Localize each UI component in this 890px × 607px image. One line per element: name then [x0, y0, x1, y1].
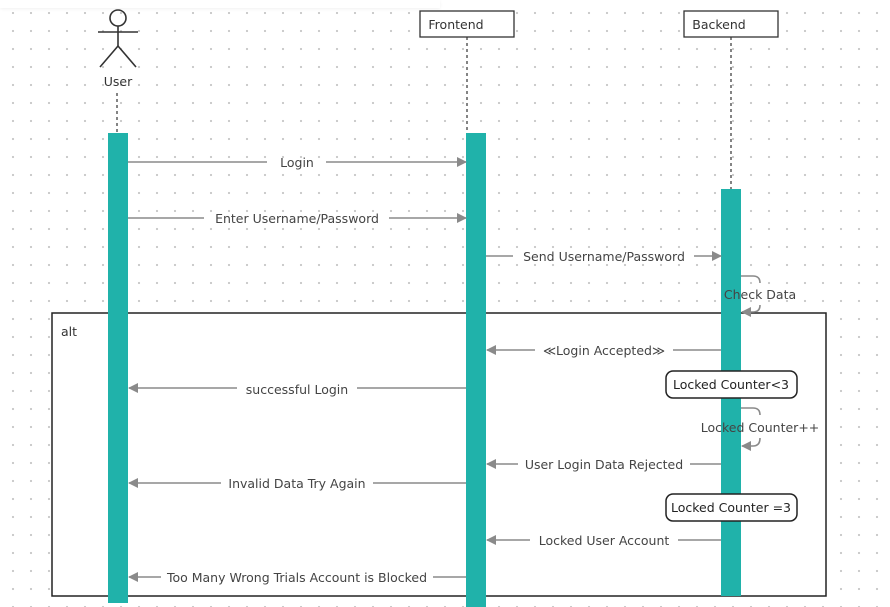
- message-check-data[interactable]: Check Data: [724, 275, 796, 317]
- message-locked-counter-increment[interactable]: Locked Counter++: [701, 407, 820, 451]
- message-locked-counter-increment-label: Locked Counter++: [701, 420, 820, 435]
- toolbar-edge: [0, 0, 440, 8]
- user-participant-label: User: [104, 74, 133, 89]
- message-login-accepted-label: ≪Login Accepted≫: [543, 343, 665, 358]
- message-login[interactable]: Login: [128, 155, 467, 170]
- frontend-participant[interactable]: Frontend: [419, 10, 515, 38]
- frontend-participant-label: Frontend: [428, 17, 483, 32]
- alt-frame: [51, 312, 827, 597]
- message-account-blocked[interactable]: Too Many Wrong Trials Account is Blocked: [128, 570, 466, 585]
- message-account-blocked-label: Too Many Wrong Trials Account is Blocked: [166, 570, 427, 585]
- message-login-label: Login: [280, 155, 314, 170]
- note-counter-equals-3-label: Locked Counter =3: [671, 500, 791, 515]
- message-enter-credentials[interactable]: Enter Username/Password: [128, 211, 467, 226]
- message-login-rejected[interactable]: User Login Data Rejected: [486, 457, 721, 472]
- message-check-data-label: Check Data: [724, 287, 796, 302]
- note-counter-less-3-label: Locked Counter<3: [673, 377, 789, 392]
- alt-frame-label: alt: [61, 324, 77, 339]
- note-counter-less-3[interactable]: Locked Counter<3: [665, 370, 798, 399]
- message-invalid-data[interactable]: Invalid Data Try Again: [128, 476, 466, 491]
- message-login-accepted[interactable]: ≪Login Accepted≫: [486, 343, 721, 358]
- message-locked-account-label: Locked User Account: [539, 533, 670, 548]
- message-enter-credentials-label: Enter Username/Password: [215, 211, 379, 226]
- message-send-credentials-label: Send Username/Password: [523, 249, 685, 264]
- backend-participant-label: Backend: [692, 17, 745, 32]
- message-successful-login[interactable]: successful Login: [128, 382, 466, 397]
- message-successful-login-label: successful Login: [246, 382, 348, 397]
- note-counter-equals-3[interactable]: Locked Counter =3: [665, 493, 798, 522]
- frontend-activation[interactable]: [466, 133, 486, 607]
- user-activation[interactable]: [108, 133, 128, 603]
- message-login-rejected-label: User Login Data Rejected: [525, 457, 683, 472]
- backend-participant[interactable]: Backend: [683, 10, 779, 38]
- message-send-credentials[interactable]: Send Username/Password: [486, 249, 722, 264]
- message-invalid-data-label: Invalid Data Try Again: [228, 476, 365, 491]
- message-locked-account[interactable]: Locked User Account: [486, 533, 721, 548]
- actor-icon[interactable]: [98, 9, 138, 68]
